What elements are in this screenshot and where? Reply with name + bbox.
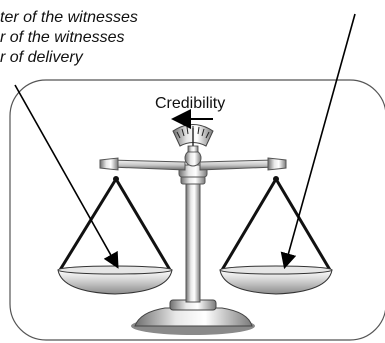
caption-line-3: r of delivery	[0, 49, 83, 66]
pointer-left-arrow	[14, 84, 119, 269]
left-pan	[57, 176, 173, 295]
caption-text: ter of the witnesses r of the witnesses …	[0, 0, 200, 80]
scale-base	[131, 299, 255, 335]
scale-beam	[99, 149, 287, 171]
pointer-right-arrow	[280, 13, 356, 270]
credibility-label: Credibility	[155, 95, 225, 112]
right-pan	[219, 176, 333, 295]
caption-line-1: ter of the witnesses	[0, 9, 138, 26]
caption-line-2: r of the witnesses	[0, 29, 125, 46]
